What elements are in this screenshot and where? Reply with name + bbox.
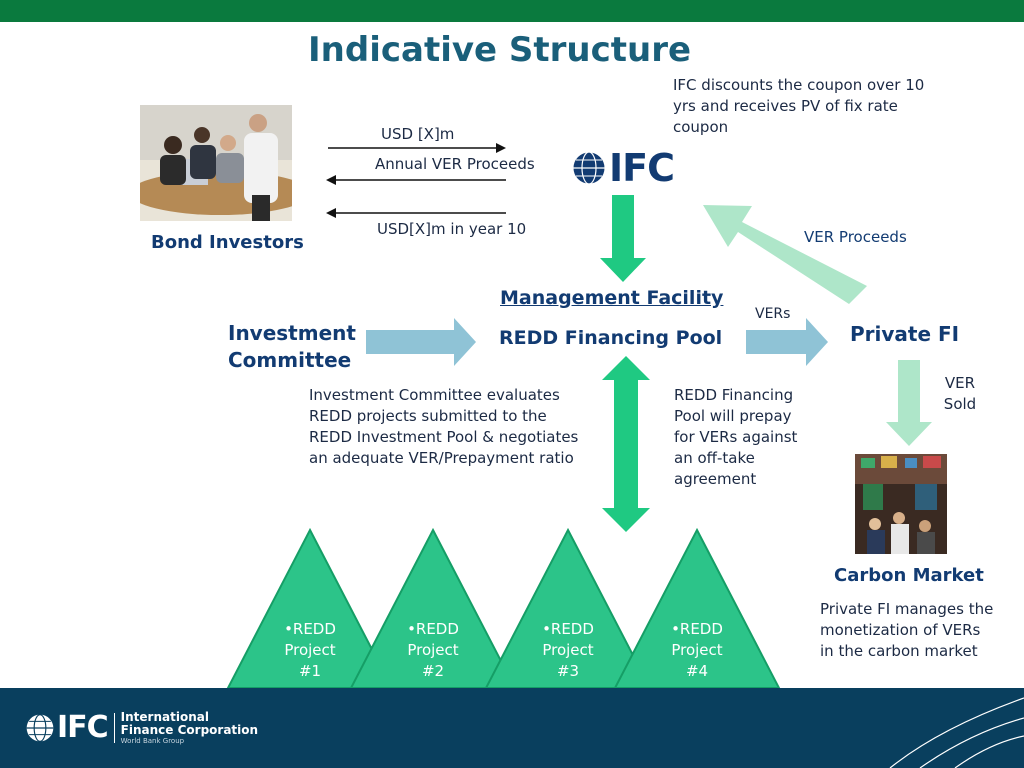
ver-sold-label: VER Sold <box>940 373 980 415</box>
ic-note-line: an adequate VER/Prepayment ratio <box>309 449 574 467</box>
project-label-line: •REDD <box>284 620 336 638</box>
ic-note-line: REDD projects submitted to the <box>309 407 547 425</box>
investment-committee-label: Investment Committee <box>228 320 356 374</box>
ifc-discount-note-line: coupon <box>673 118 729 136</box>
usd-xm-label: USD [X]m <box>381 125 455 143</box>
ic-note-line: REDD Investment Pool & negotiates <box>309 428 579 446</box>
arrow-pool-projects <box>602 356 650 532</box>
globe-icon <box>572 151 606 185</box>
footer-logo-divider <box>113 712 115 743</box>
annual-ver-label: Annual VER Proceeds <box>375 155 535 173</box>
pool-note: REDD Financing Pool will prepay for VERs… <box>674 385 797 490</box>
usd-year10-label: USD[X]m in year 10 <box>377 220 527 238</box>
footer-org-sub: World Bank Group <box>120 736 185 745</box>
pool-note-line: for VERs against <box>674 428 798 446</box>
project-label-line: #4 <box>685 662 709 680</box>
pool-note-line: agreement <box>674 470 757 488</box>
management-facility-label: Management Facility <box>500 287 724 309</box>
carbon-market-note: Private FI manages the monetization of V… <box>820 599 993 662</box>
footer-bar: IFC International Finance Corporation Wo… <box>0 688 1024 768</box>
ifc-logo-text: IFC <box>609 146 675 190</box>
footer-logo-text: IFC <box>57 710 109 745</box>
ver-proceeds-label: VER Proceeds <box>804 228 907 246</box>
footer-org-name: International Finance Corporation World … <box>120 709 259 745</box>
pool-note-line: Pool will prepay <box>674 407 792 425</box>
project-label-line: Project <box>284 641 336 659</box>
carbon-note-line: Private FI manages the <box>820 600 994 618</box>
arrow-committee-to-pool <box>366 318 476 366</box>
arrow-ver-proceeds <box>703 205 867 304</box>
arrow-ifc-to-facility <box>600 195 646 282</box>
bond-flow-arrows <box>326 143 506 218</box>
bond-investors-label: Bond Investors <box>151 232 304 253</box>
project-label-line: Project <box>542 641 594 659</box>
arrow-annual-ver <box>326 175 506 185</box>
carbon-note-line: in the carbon market <box>820 642 978 660</box>
project-label-line: •REDD <box>542 620 594 638</box>
ifc-discount-note-line: yrs and receives PV of fix rate <box>673 97 898 115</box>
redd-pool-label: REDD Financing Pool <box>499 327 723 349</box>
footer-logo: IFC International Finance Corporation Wo… <box>25 710 258 745</box>
project-label-line: #1 <box>298 662 322 680</box>
top-accent-bar <box>0 0 1024 22</box>
project-label-line: •REDD <box>671 620 723 638</box>
footer-org-line: Finance Corporation <box>120 722 259 737</box>
project-label-line: Project <box>671 641 723 659</box>
project-label-line: #3 <box>556 662 580 680</box>
ifc-discount-note: IFC discounts the coupon over 10 yrs and… <box>673 75 924 138</box>
project-label-line: •REDD <box>407 620 459 638</box>
carbon-market-label: Carbon Market <box>834 565 984 586</box>
slide-title: Indicative Structure <box>308 30 692 70</box>
ifc-logo: IFC <box>571 146 675 190</box>
redd-project-2-label: •REDD Project #2 <box>393 619 473 682</box>
private-fi-label: Private FI <box>850 322 960 346</box>
investment-committee-line: Investment <box>228 321 356 345</box>
arrow-year10 <box>326 208 506 218</box>
footer-org-line: International <box>120 709 209 724</box>
pool-note-line: an off-take <box>674 449 755 467</box>
arrow-pool-to-fi <box>746 318 828 366</box>
pool-note-line: REDD Financing <box>674 386 794 404</box>
bond-investors-photo <box>140 105 292 221</box>
ifc-discount-note-line: IFC discounts the coupon over 10 <box>673 76 925 94</box>
globe-icon <box>26 713 54 742</box>
arrow-to-ifc <box>328 143 506 153</box>
redd-project-1-label: •REDD Project #1 <box>270 619 350 682</box>
investment-committee-note: Investment Committee evaluates REDD proj… <box>309 385 578 469</box>
project-label-line: #2 <box>421 662 445 680</box>
redd-project-4-label: •REDD Project #4 <box>657 619 737 682</box>
project-label-line: Project <box>407 641 459 659</box>
carbon-market-photo <box>855 454 947 554</box>
footer-swoosh-decoration <box>889 697 1024 768</box>
ver-sold-line: Sold <box>943 395 977 413</box>
investment-committee-line: Committee <box>228 348 352 372</box>
vers-label: VERs <box>755 306 791 322</box>
ver-sold-line: VER <box>944 374 976 392</box>
ic-note-line: Investment Committee evaluates <box>309 386 560 404</box>
carbon-note-line: monetization of VERs <box>820 621 981 639</box>
arrow-fi-to-market <box>886 360 932 446</box>
redd-project-3-label: •REDD Project #3 <box>528 619 608 682</box>
